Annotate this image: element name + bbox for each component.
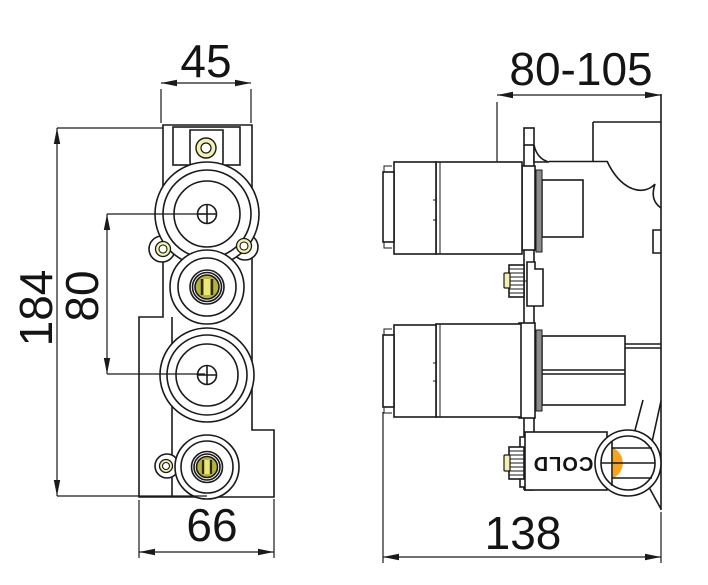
- side-body-notch: [652, 229, 661, 254]
- side-plate-top-tab: [523, 127, 535, 146]
- lower-gasket: [535, 329, 543, 412]
- dimension-depth-total: 138: [382, 412, 662, 563]
- side-plate-funnel: [533, 144, 550, 163]
- cold-inlet-block: COLD: [503, 431, 608, 491]
- middle-spigot: [503, 261, 544, 307]
- control-cartridge-face: [159, 327, 255, 423]
- outlet-port: [594, 399, 662, 510]
- dimension-depth-adjustable: 80-105: [496, 43, 661, 162]
- dim-label-45: 45: [180, 35, 231, 87]
- dimension-front-width-top: 45: [160, 35, 252, 123]
- top-gasket: [535, 169, 543, 253]
- right-ear-hole-inner: [239, 241, 249, 251]
- dim-label-184: 184: [10, 270, 62, 347]
- top-tab-hole-inner: [200, 142, 212, 154]
- side-view: COLD: [382, 94, 662, 510]
- upper-neck: [541, 179, 584, 238]
- front-view: [138, 124, 275, 500]
- dim-label-138: 138: [485, 507, 562, 559]
- side-body-curves: [606, 160, 662, 209]
- bottom-ear-hole-inner: [161, 461, 171, 471]
- dim-label-66: 66: [186, 499, 237, 551]
- thermostat-cartridge-face: [154, 161, 260, 267]
- upper-port-fitting: [169, 249, 245, 325]
- dim-label-80-105: 80-105: [509, 43, 652, 95]
- dimension-front-width-bottom: 66: [138, 499, 275, 558]
- cold-port-label: COLD: [533, 452, 594, 474]
- dimension-front-height: 184: [10, 127, 207, 497]
- middle-spigot-cap: [503, 272, 511, 289]
- dimension-hole-spacing: 80: [56, 213, 206, 375]
- side-control-cartridge: [382, 322, 543, 419]
- dim-label-80: 80: [56, 270, 108, 321]
- cold-spigot-cap: [503, 454, 511, 472]
- lower-port-fitting: [154, 434, 240, 500]
- side-thermostat-cartridge: [382, 161, 543, 255]
- left-ear-hole-inner: [158, 244, 168, 254]
- side-body-top: [549, 121, 661, 163]
